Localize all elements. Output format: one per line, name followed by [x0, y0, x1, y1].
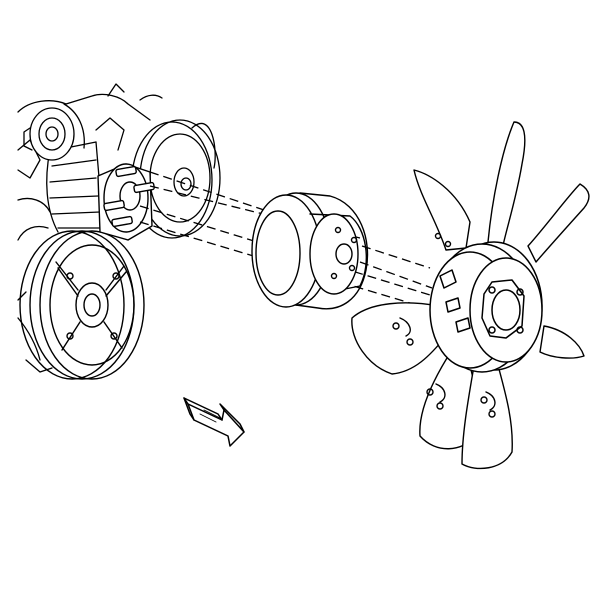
- crankshaft-pulley: [19, 230, 145, 380]
- front-of-vehicle-arrow-icon: [183, 397, 245, 447]
- accessory-pulley-upper: [131, 119, 221, 239]
- fan-blades: [351, 121, 590, 470]
- idler-pulley-upper: [23, 107, 75, 161]
- fan-clutch: [429, 241, 543, 373]
- fan-pulley: [251, 192, 369, 310]
- pump-studs: [103, 165, 155, 228]
